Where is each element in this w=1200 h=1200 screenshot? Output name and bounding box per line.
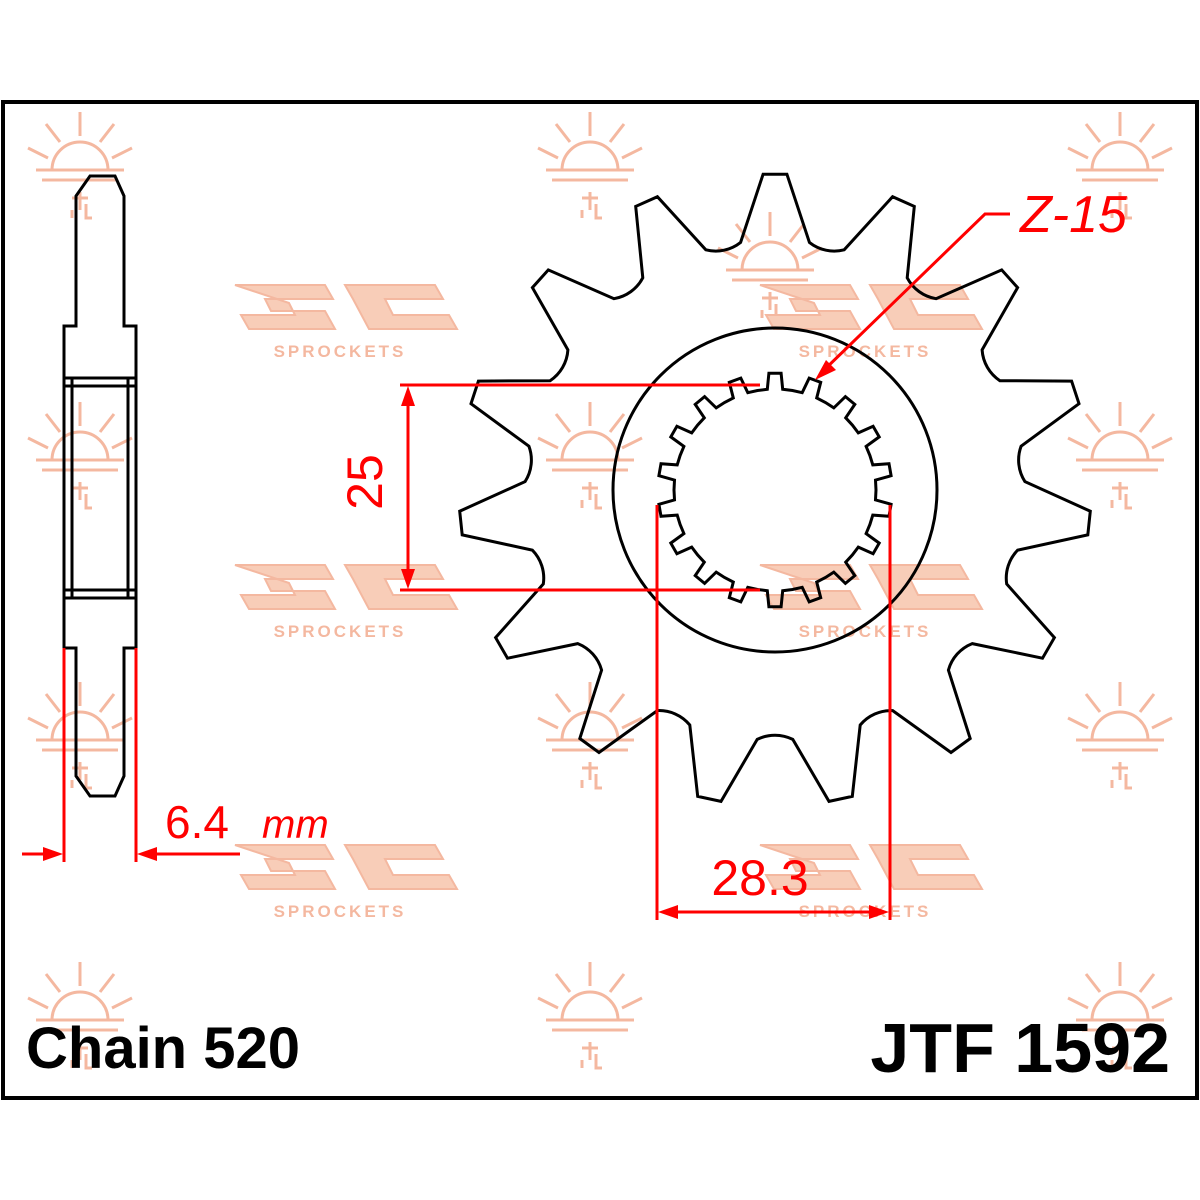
dimension-25-label: 25 [337,454,393,510]
svg-text:SPROCKETS: SPROCKETS [274,902,407,921]
watermark-jt-logo: SPROCKETS [234,564,458,641]
svg-text:SPROCKETS: SPROCKETS [799,622,932,641]
dimensions: 25 28.3 6.4 mm Z-15 [22,186,1128,920]
drawing-frame [1,100,1199,1100]
watermark-sun-logo [536,400,644,510]
watermark-sun-logo [536,110,644,220]
watermark-sun-logo [1066,400,1174,510]
watermark-jt-logo: SPROCKETS [234,284,458,361]
side-profile-view [62,174,138,798]
sprocket-outline [458,172,1092,804]
watermark-jt-logo: SPROCKETS [759,284,983,361]
svg-text:SPROCKETS: SPROCKETS [274,342,407,361]
watermark-jt-logo: SPROCKETS [759,564,983,641]
watermark-sun-logo [26,400,134,510]
svg-text:SPROCKETS: SPROCKETS [799,342,932,361]
watermark-sun-logo [1066,680,1174,790]
chain-size-label: Chain 520 [26,1016,300,1081]
watermark-sun-logo [536,960,644,1070]
spline-outline [657,371,893,609]
hub-circle [611,326,939,654]
thickness-value: 6.4 [165,796,229,848]
svg-text:SPROCKETS: SPROCKETS [274,622,407,641]
part-number: JTF 1592 [870,1009,1170,1087]
watermark-sun-logo [536,680,644,790]
dimension-28-3-label: 28.3 [711,850,808,906]
watermark-sun-logo [26,680,134,790]
sprocket-front-view [458,172,1092,804]
watermark-sun-logo [26,110,134,220]
thickness-unit: mm [262,803,329,847]
watermark-jt-logo: SPROCKETS [234,844,458,921]
tooth-count-label: Z-15 [1018,186,1128,244]
